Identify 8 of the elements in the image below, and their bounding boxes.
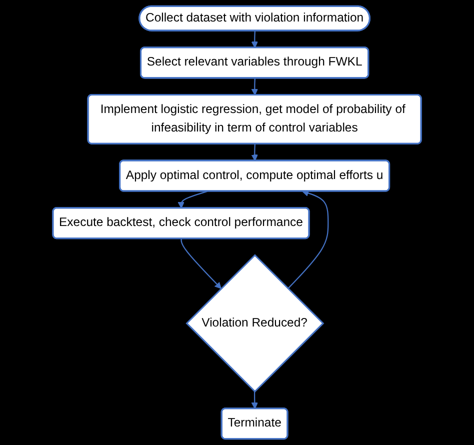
arrow — [251, 144, 258, 162]
node-diamond: Violation Reduced? — [186, 254, 324, 393]
arrow — [251, 78, 258, 96]
arrow — [251, 392, 258, 410]
arrow — [288, 190, 329, 289]
arrow — [251, 30, 258, 48]
arrow — [180, 238, 222, 289]
arrow — [178, 190, 208, 208]
